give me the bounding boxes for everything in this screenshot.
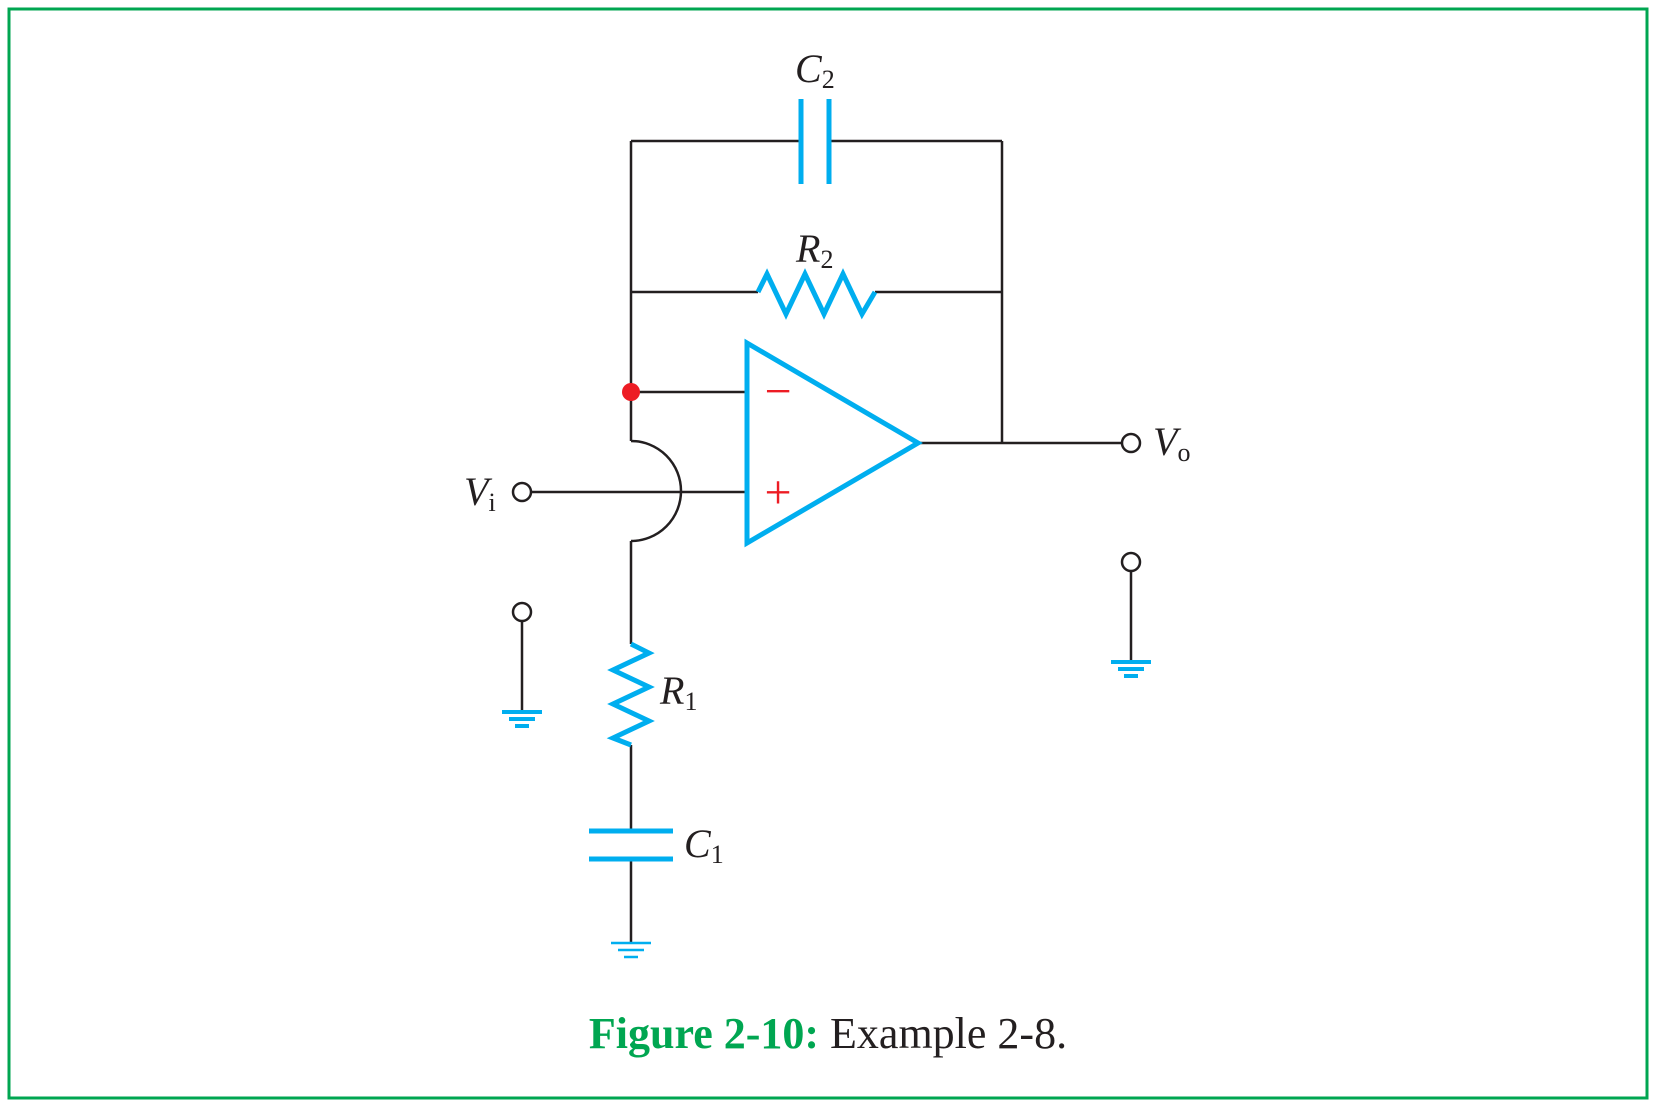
vi-terminal[interactable] [511,481,533,503]
components [589,99,923,862]
opamp-plus-sign: + [764,466,791,519]
label-vo: Vo [1153,419,1190,467]
resistor-r1 [606,641,655,748]
right-ground-terminal[interactable] [1120,551,1142,573]
label-c2: C2 [795,46,835,94]
figure-caption: Figure 2-10: Example 2-8. [0,1012,1656,1056]
resistor-r2 [755,268,878,320]
ground-symbol-c1 [611,941,651,959]
wire-crossover-hop [630,439,683,543]
label-r2: R2 [795,226,833,274]
ground-symbols [502,660,1151,959]
opamp-minus-sign: − [764,365,791,418]
left-ground-terminal[interactable] [511,601,533,623]
terminals [511,432,1142,623]
opamp-triangle [744,338,923,548]
vo-terminal[interactable] [1120,432,1142,454]
label-vi: Vi [464,469,496,517]
ground-symbol-right [1111,660,1151,678]
label-c1: C1 [684,821,724,869]
figure-caption-text: Example 2-8. [819,1009,1068,1058]
figure-frame [7,7,1649,1100]
label-r1: R1 [659,668,697,716]
junction-dot [622,383,640,401]
figure-caption-label: Figure 2-10: [588,1009,820,1058]
ground-symbol-left [502,710,542,728]
